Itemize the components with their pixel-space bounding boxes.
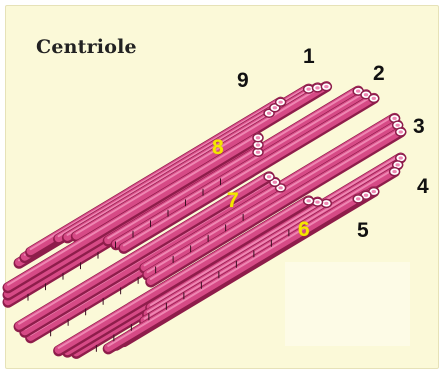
microtubule-triplets [8,84,401,354]
triplet-label-6: 6 [298,219,310,240]
tubule-lumen [256,136,260,139]
tubule-lumen [315,201,319,204]
tubule-lumen [324,85,328,88]
tubule-lumen [256,143,260,146]
triplet-label-7: 7 [227,190,239,211]
tubule-lumen [372,97,376,100]
tubule-lumen [399,130,403,133]
tubule-lumen [364,93,368,96]
tubule-lumen [392,170,396,173]
tubule-lumen [273,106,277,109]
tubule-lumen [278,186,282,189]
tubule-lumen [372,190,376,193]
tubule-lumen [306,88,310,91]
tubule-lumen [267,112,271,115]
triplet-label-9: 9 [237,70,249,91]
triplet-label-4: 4 [417,176,429,197]
triplet-label-2: 2 [373,63,385,84]
triplet-label-5: 5 [357,220,369,241]
tubule-lumen [395,124,399,127]
tubule-lumen [306,199,310,202]
tubule-lumen [356,197,360,200]
triplet-label-8: 8 [212,137,224,158]
tubule-lumen [392,117,396,120]
tubule-lumen [315,86,319,89]
tubule-lumen [267,175,271,178]
tubule-lumen [399,156,403,159]
triplet-label-1: 1 [303,46,315,67]
triplet-label-3: 3 [413,116,425,137]
tubule-lumen [395,163,399,166]
tubule-lumen [278,101,282,104]
tubule-lumen [256,151,260,154]
tubule-lumen [364,194,368,197]
tubule-lumen [273,181,277,184]
tubule-lumen [356,90,360,93]
tubule-lumen [324,202,328,205]
